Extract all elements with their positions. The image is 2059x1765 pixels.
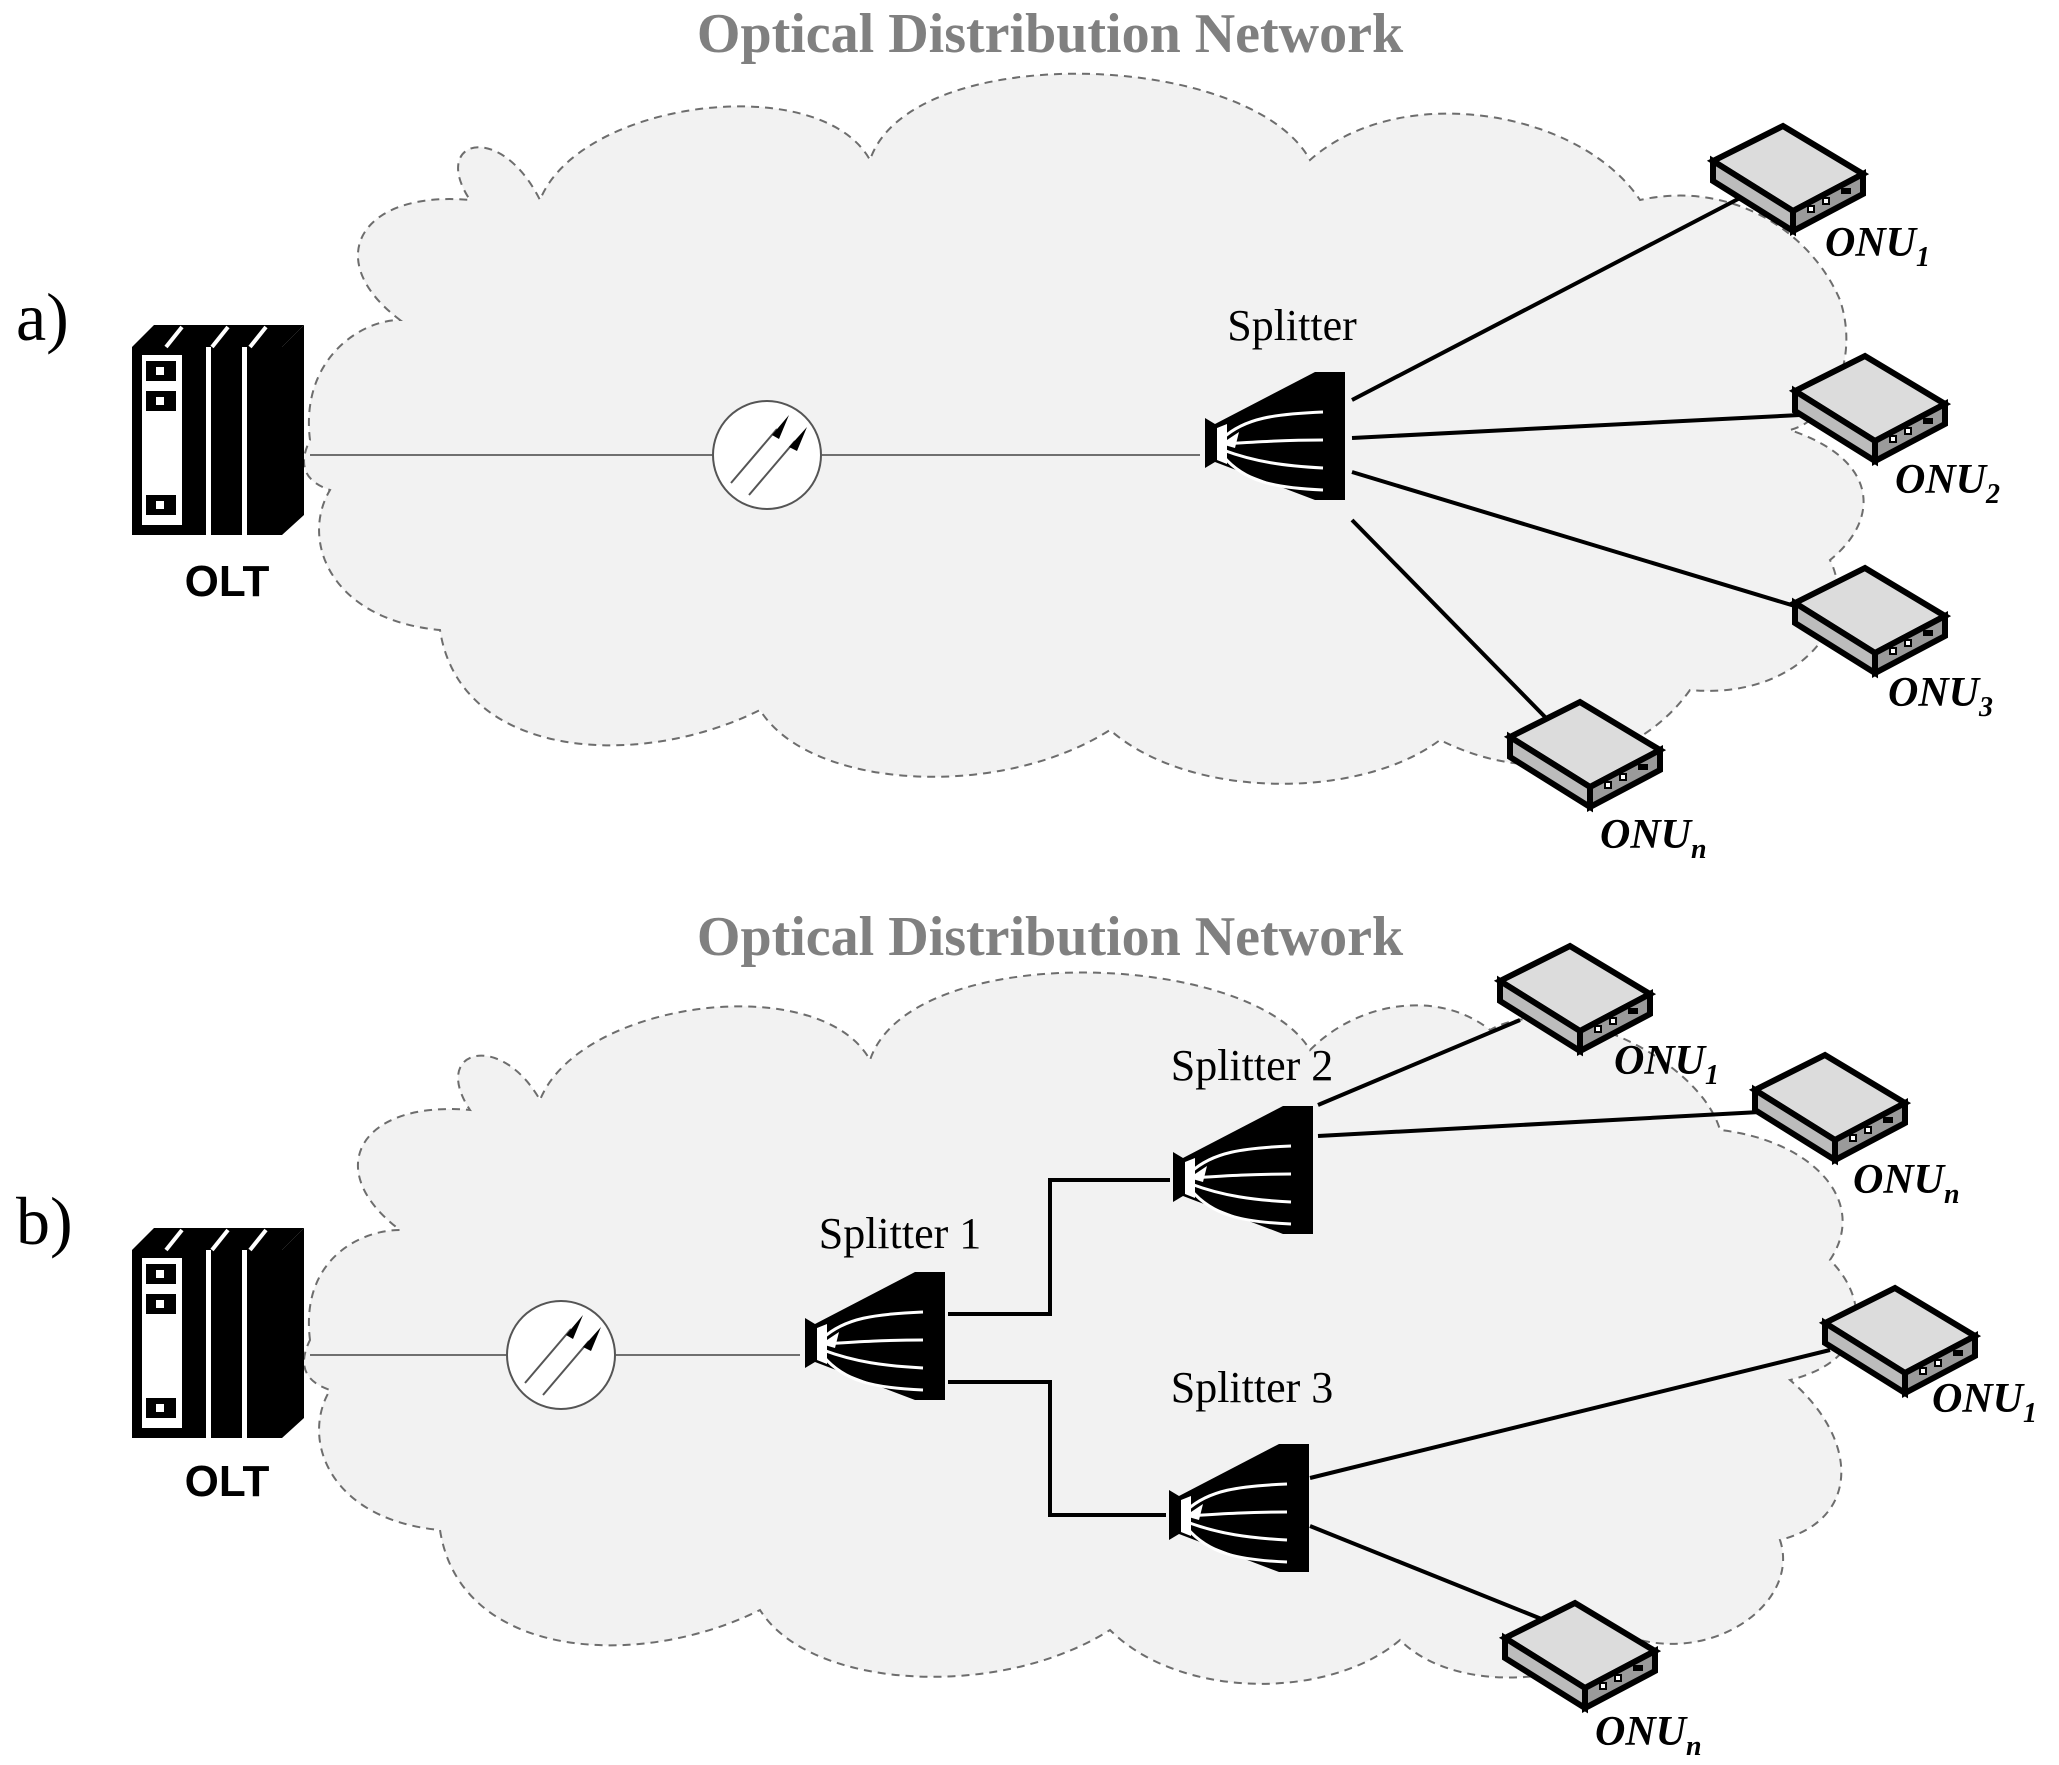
onu-label-a-n: ONUn xyxy=(1600,812,1707,865)
onu-label-b-s3-1: ONU1 xyxy=(1932,1376,2037,1429)
fiber-splitter-onu1-a xyxy=(1351,196,1741,402)
cloud-a xyxy=(303,72,1865,785)
panel-a-title: Optical Distribution Network xyxy=(697,3,1404,65)
panel-b: Optical Distribution Network b) OLT Spli… xyxy=(16,906,2037,1762)
onu-label-a-1: ONU1 xyxy=(1825,220,1930,273)
cloud-b xyxy=(303,971,1858,1685)
olt-label-b: OLT xyxy=(185,1457,270,1506)
splitter2-label: Splitter 2 xyxy=(1171,1041,1334,1090)
fiber-splitter2-onu1 xyxy=(1317,1018,1521,1107)
coupler-icon xyxy=(712,400,822,510)
fiber-splitter-onun-a xyxy=(1350,518,1550,722)
fiber-splitter2-onun xyxy=(1317,1110,1761,1138)
onu-label-b-s3-n: ONUn xyxy=(1595,1709,1702,1762)
olt-rack-icon xyxy=(130,1226,306,1440)
onu-label-a-2: ONU2 xyxy=(1895,457,2000,510)
splitter1-label: Splitter 1 xyxy=(819,1209,982,1258)
fiber-splitter1-splitter2 xyxy=(948,1178,1170,1316)
olt-label-a: OLT xyxy=(185,557,270,606)
fiber-splitter-onu2-a xyxy=(1351,413,1801,440)
onu-label-b-s2-1: ONU1 xyxy=(1614,1038,1719,1091)
fiber-splitter3-onun xyxy=(1309,1524,1545,1622)
panel-b-title: Optical Distribution Network xyxy=(697,906,1404,968)
fiber-splitter3-onu1 xyxy=(1309,1348,1831,1480)
olt-rack-icon xyxy=(130,323,306,537)
fiber-splitter1-splitter3 xyxy=(948,1380,1166,1517)
onu-device-icon xyxy=(1755,1055,1905,1160)
panel-b-label: b) xyxy=(16,1183,73,1259)
onu-label-b-s2-n: ONUn xyxy=(1853,1157,1960,1210)
fiber-splitter-onu3-a xyxy=(1351,470,1809,612)
panel-a: Optical Distribution Network a) OLT Spli… xyxy=(16,3,2000,865)
splitter-label-a: Splitter xyxy=(1227,301,1357,350)
coupler-icon xyxy=(506,1300,616,1410)
panel-a-label: a) xyxy=(16,279,69,355)
onu-label-a-3: ONU3 xyxy=(1888,670,1993,723)
splitter3-label: Splitter 3 xyxy=(1171,1363,1334,1412)
